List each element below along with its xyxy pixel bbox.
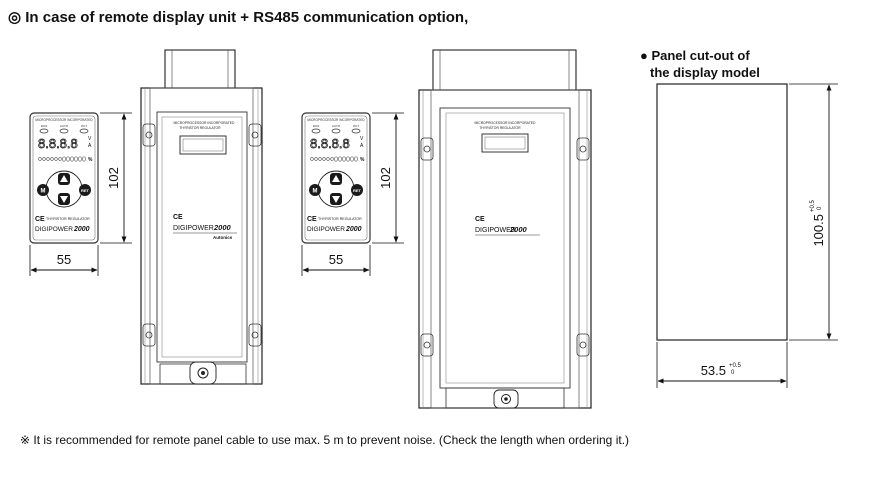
led-out-label: OUT [81,124,88,128]
bargraph-icon [38,156,86,162]
reg2-left-bracket-top-icon [420,137,434,161]
unit2-bargraph-percent: % [360,157,365,163]
reg1-brand: DIGIPOWER [173,225,214,232]
height-dim-label-2: 102 [378,167,393,189]
display1-width-dimension: 55 [29,245,99,276]
display-unit-1: MICROPROCESSOR INCORPORATED RUN AUTO OUT… [29,112,99,244]
reg1-ce-mark: CE [173,214,183,221]
display-unit-2: MICROPROCESSOR INCORPORATED RUN AUTO OUT… [301,112,371,244]
height-dim-label: 102 [106,167,121,189]
reg1-display-window [179,135,227,155]
unit2-auto-led-icon [331,128,341,134]
segment-display: 8.8.8.8 [38,136,78,151]
led-run-label: RUN [41,124,48,128]
ret-key-label: RET [81,188,90,193]
reg2-brand: DIGIPOWER [475,227,516,234]
unit2-led-run-label: RUN [313,124,320,128]
unit2-sub-label: THYRISTOR REGULATOR [318,217,362,221]
reg2-ce-mark: CE [475,216,485,223]
left-bracket-top-icon [142,123,156,147]
cutout-height-value: 100.5 [811,214,826,247]
unit2-header: MICROPROCESSOR INCORPORATED [307,118,365,122]
cutout-width-value: 53.5 [701,363,726,378]
unit2-ret-key-icon [351,184,363,196]
reg2-right-bracket-bottom-icon [576,333,590,357]
ce-mark: CE [35,216,45,223]
unit2-run-led-icon [311,128,321,134]
cutout-title: ● Panel cut-out of the display model [640,47,760,81]
reg1-maker: Autonics [213,235,233,240]
cutout-width-tol-minus: 0 [731,370,735,376]
bargraph-percent: % [88,157,93,163]
unit2-segment-display: 8.8.8.8 [310,136,350,151]
unit2-ret-key-label: RET [353,188,362,193]
display2-width-dimension: 55 [301,245,371,276]
panel-cutout: 100.5 +0.5 0 53.5 +0.5 0 [656,83,838,388]
unit2-led-auto-label: AUTO [332,124,341,128]
unit2-m-key-icon [309,184,321,196]
m-key-icon [37,184,49,196]
cutout-outline [656,83,788,341]
width-dim-label-2: 55 [329,252,343,267]
unit2-m-key-label: M [313,189,318,195]
unit2-a-label: A [360,143,364,149]
ret-key-icon [79,184,91,196]
unit2-model-label: 2000 [345,226,362,233]
reg2-left-bracket-bottom-icon [420,333,434,357]
unit2-ce-mark: CE [307,216,317,223]
regulator-front-1: MICROPROCESSOR INCORPORATED THYRISTOR RE… [140,49,263,385]
m-key-label: M [41,189,46,195]
sub-label: THYRISTOR REGULATOR [46,217,90,221]
auto-led-icon [59,128,69,134]
reg2-right-bracket-top-icon [576,137,590,161]
page-heading: ◎ In case of remote display unit + RS485… [8,9,469,26]
brand-label: DIGIPOWER [35,226,73,233]
left-bracket-bottom-icon [142,323,156,347]
run-led-icon [39,128,49,134]
cutout-title-line2: the display model [650,65,760,80]
unit2-v-label: V [360,136,364,142]
unit2-brand-label: DIGIPOWER [307,226,345,233]
cutout-width-tol-plus: +0.5 [729,363,742,369]
reg1-model: 2000 [213,223,232,232]
cutout-title-line1: ● Panel cut-out of [640,48,750,63]
regulator-front-2: MICROPROCESSOR INCORPORATED THYRISTOR RE… [418,49,592,409]
reg2-model: 2000 [509,225,528,234]
model-label: 2000 [73,226,90,233]
reg2-header-2: THYRISTOR REGULATOR [479,126,521,130]
display2-height-dimension: 102 [372,112,404,244]
out-led-icon [79,128,89,134]
reg2-header-1: MICROPROCESSOR INCORPORATED [475,121,537,125]
cutout-height-tol-plus: +0.5 [810,199,816,212]
led-auto-label: AUTO [60,124,69,128]
unit-v-label: V [88,136,92,142]
right-bracket-bottom-icon [248,323,262,347]
reg1-header-2: THYRISTOR REGULATOR [179,126,221,130]
cutout-height-tol-minus: 0 [817,206,823,210]
unit2-led-out-label: OUT [353,124,360,128]
display1-height-dimension: 102 [100,112,132,244]
reg2-display-window [481,133,529,153]
unit2-out-led-icon [351,128,361,134]
unit-header: MICROPROCESSOR INCORPORATED [35,118,93,122]
width-dim-label: 55 [57,252,71,267]
right-bracket-top-icon [248,123,262,147]
unit-a-label: A [88,143,92,149]
footnote: ※ It is recommended for remote panel cab… [20,433,630,447]
unit2-bargraph-icon [310,156,358,162]
reg1-header-1: MICROPROCESSOR INCORPORATED [174,121,236,125]
